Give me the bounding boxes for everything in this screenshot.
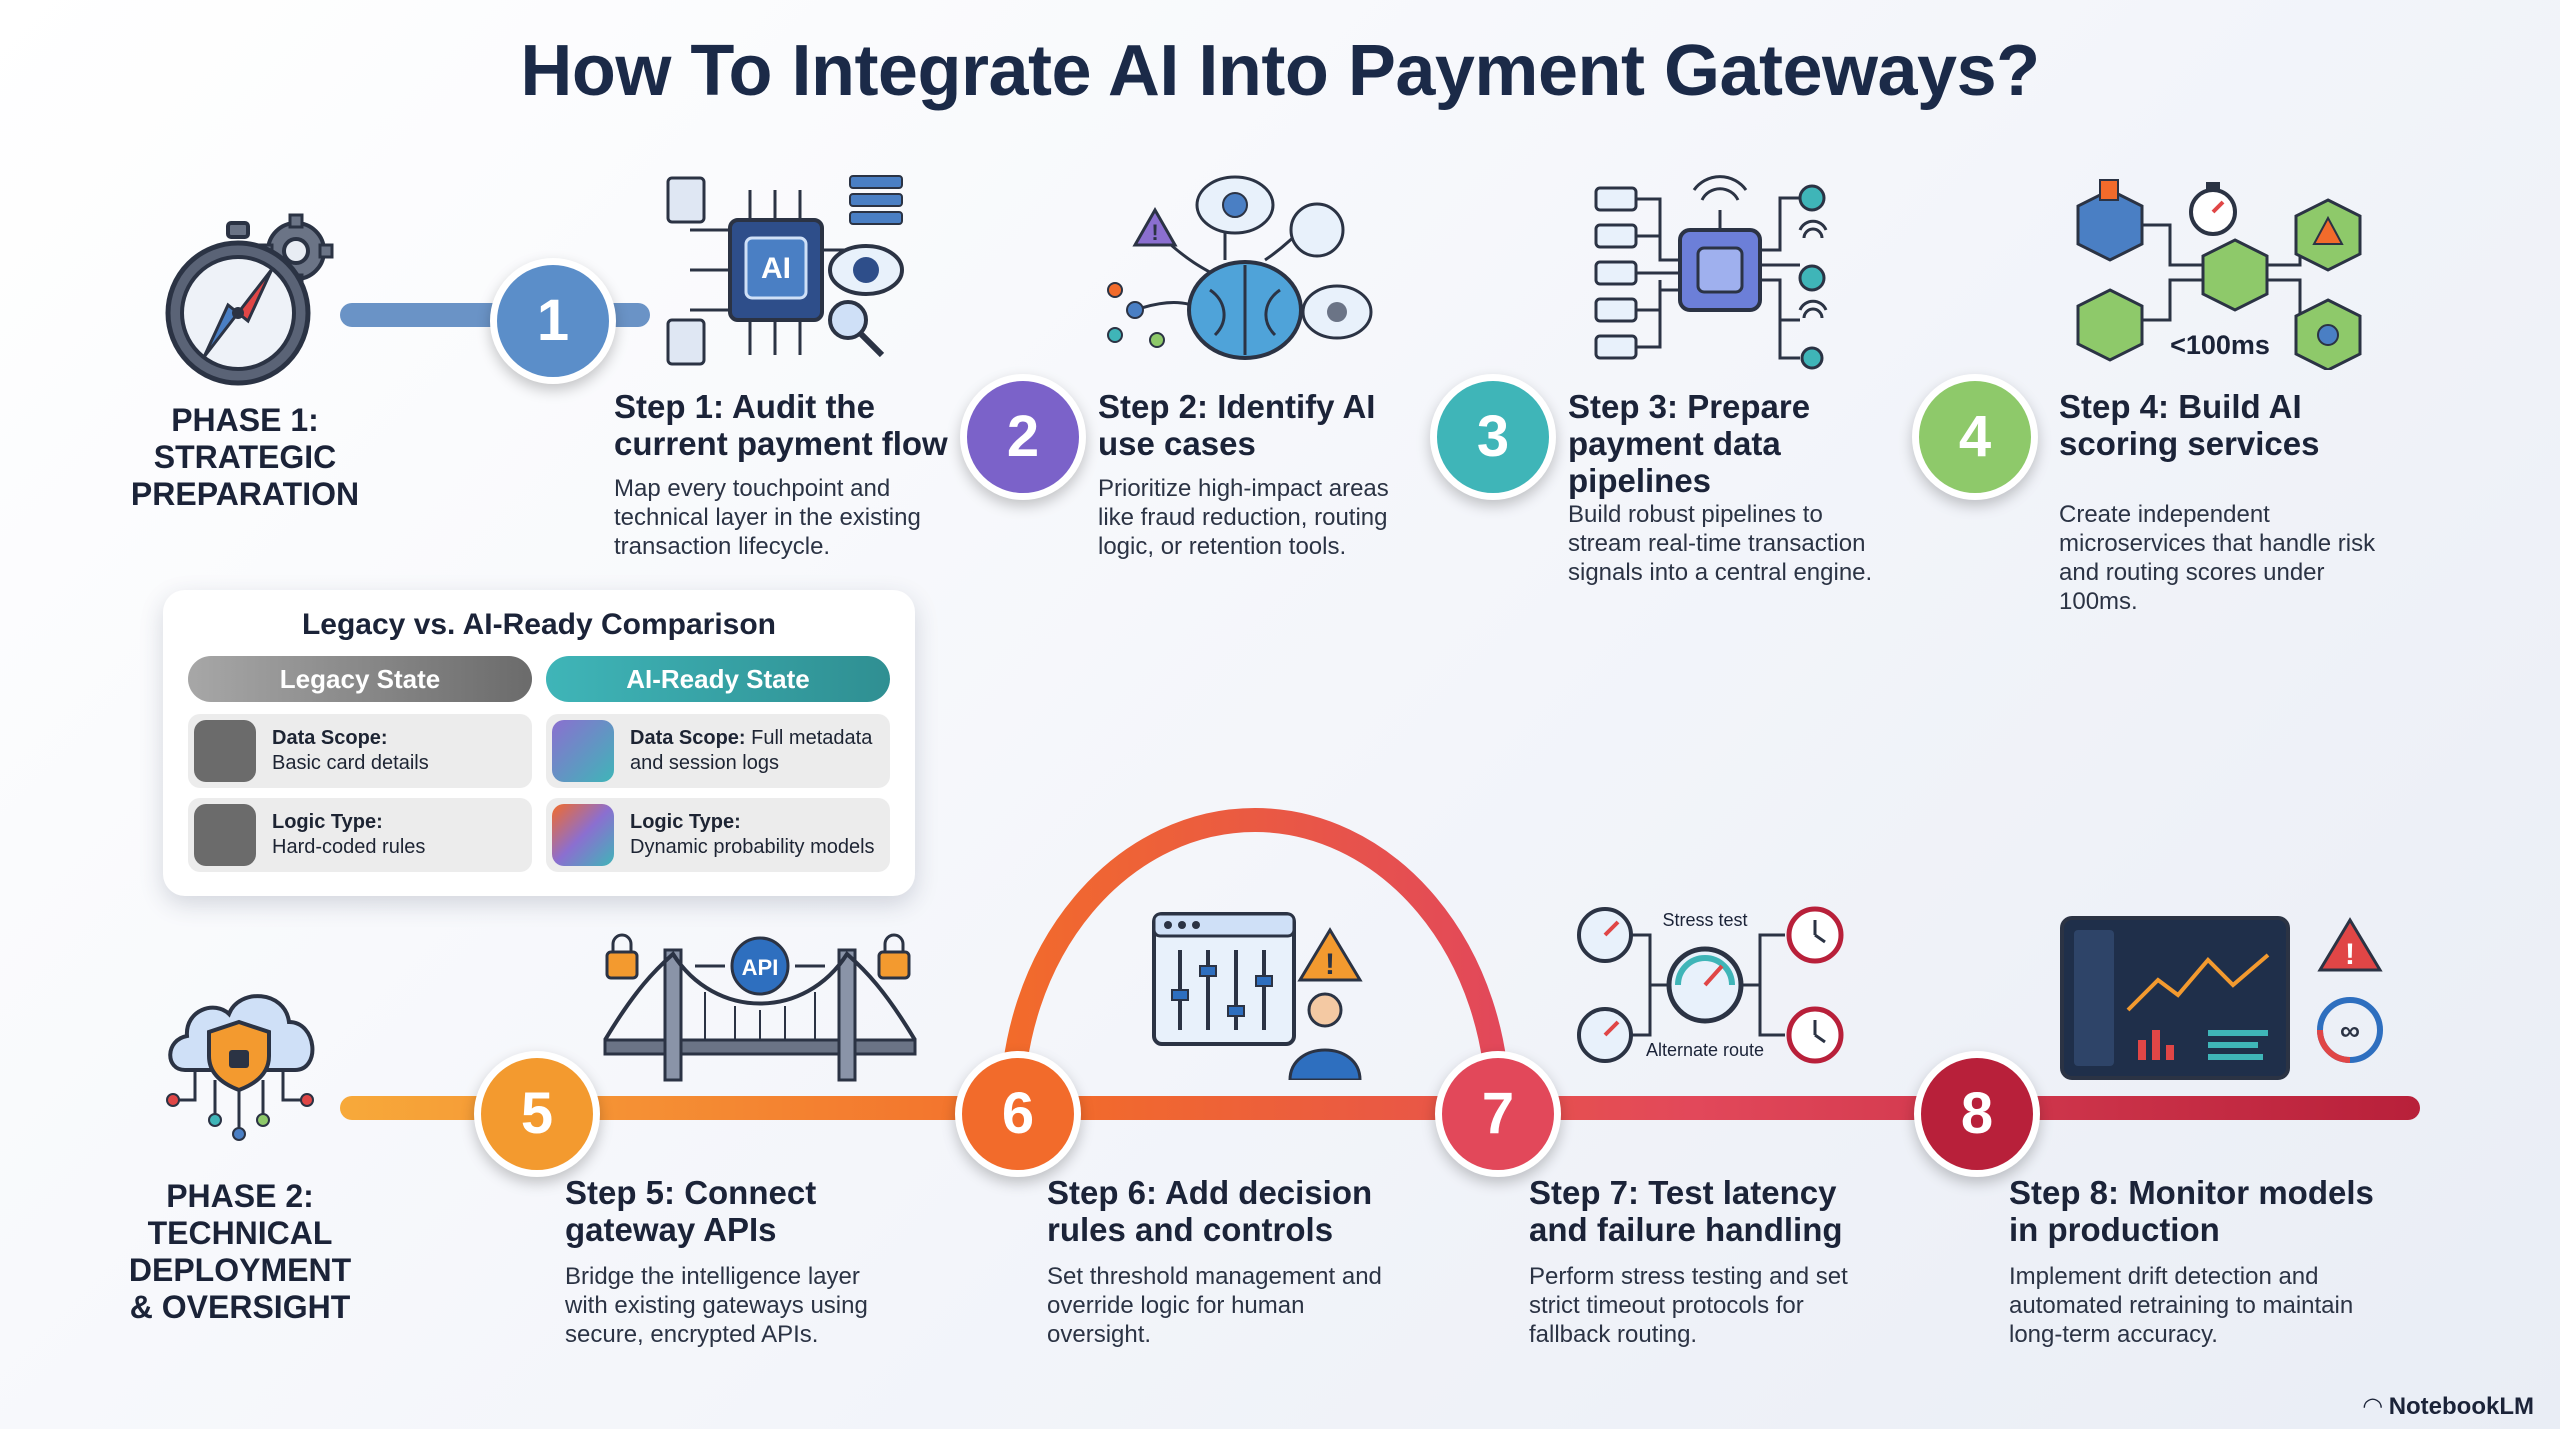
brand-label: NotebookLM <box>2388 1393 2534 1420</box>
phase-2-connector <box>340 1096 2420 1120</box>
ai-data-scope-value: Full metadata and session logs <box>630 727 873 774</box>
brand-logo: ◠ NotebookLM <box>2364 1392 2534 1421</box>
network-brain-icon <box>552 720 614 782</box>
step-1-desc: Map every touchpoint and technical layer… <box>614 475 921 560</box>
step-1-title: Step 1: Audit the current payment flow <box>614 388 948 462</box>
step-2-number: 2 <box>960 374 1086 500</box>
step-5-number: 5 <box>474 1051 600 1177</box>
step-4-number: 4 <box>1912 374 2038 500</box>
step-8-title: Step 8: Monitor models in production <box>2009 1174 2374 1248</box>
comparison-title: Legacy vs. AI-Ready Comparison <box>301 608 777 641</box>
phase-2-label: PHASE 2: TECHNICAL DEPLOYMENT & OVERSIGH… <box>128 1178 352 1325</box>
gear-icon <box>552 804 614 866</box>
cubes-icon: <100ms <box>2076 179 2362 370</box>
bridge-api-icon: API <box>603 933 917 1082</box>
ai-logic-type-value: Dynamic probability models <box>630 836 875 858</box>
api-label: API <box>742 955 779 980</box>
dashboard-icon: ! ∞ <box>2060 916 2383 1080</box>
ai-ready-state-header: AI-Ready State <box>546 656 890 702</box>
step-7-title: Step 7: Test latency and failure handlin… <box>1529 1174 1843 1248</box>
alternate-route-label: Alternate route <box>1646 1040 1764 1060</box>
legacy-data-scope-value: Basic card details <box>272 752 429 774</box>
step-2-desc: Prioritize high-impact areas like fraud … <box>1098 475 1389 560</box>
step-6-number: 6 <box>955 1051 1081 1177</box>
step-6-title: Step 6: Add decision rules and controls <box>1047 1174 1373 1248</box>
svg-text:!: ! <box>1325 948 1335 981</box>
step-3-desc: Build robust pipelines to stream real-ti… <box>1568 501 1873 586</box>
ai-chip-label: AI <box>761 252 791 285</box>
legacy-logic-type-cell: Logic Type: Hard-coded rules <box>188 798 532 872</box>
stress-test-label: Stress test <box>1662 910 1747 930</box>
step-5-title: Step 5: Connect gateway APIs <box>565 1174 817 1248</box>
notebooklm-icon: ◠ <box>2363 1393 2383 1420</box>
compass-gear-icon <box>165 213 334 386</box>
step-6-desc: Set threshold management and override lo… <box>1047 1263 1382 1348</box>
legacy-state-header: Legacy State <box>188 656 532 702</box>
svg-text:!: ! <box>1151 220 1158 245</box>
step-8-number: 8 <box>1914 1051 2040 1177</box>
ai-chip-icon: AI <box>666 175 904 366</box>
brain-icon: ! <box>1107 175 1373 360</box>
legacy-data-scope-label: Data Scope: <box>272 727 388 749</box>
comparison-card: Legacy vs. AI-Ready Comparison Legacy St… <box>163 590 915 896</box>
latency-label: <100ms <box>2170 330 2270 360</box>
step-3-number: 3 <box>1430 374 1556 500</box>
legacy-logic-type-label: Logic Type: <box>272 811 383 833</box>
ai-logic-type-cell: Logic Type: Dynamic probability models <box>546 798 890 872</box>
step-7-number: 7 <box>1435 1051 1561 1177</box>
svg-text:!: ! <box>2345 938 2355 971</box>
database-icon <box>194 720 256 782</box>
step-4-desc: Create independent microservices that ha… <box>2059 501 2376 615</box>
legacy-data-scope-cell: Data Scope: Basic card details <box>188 714 532 788</box>
data-pipeline-icon <box>1594 175 1828 370</box>
step-8-desc: Implement drift detection and automated … <box>2009 1263 2354 1348</box>
ai-data-scope-cell: Data Scope: Full metadata and session lo… <box>546 714 890 788</box>
step-5-desc: Bridge the intelligence layer with exist… <box>565 1263 868 1348</box>
step-7-desc: Perform stress testing and set strict ti… <box>1529 1263 1848 1348</box>
oversight-arc <box>1000 808 1510 1110</box>
step-1-number: 1 <box>490 258 616 384</box>
ai-data-scope-label: Data Scope: <box>630 727 746 749</box>
step-2-title: Step 2: Identify AI use cases <box>1098 388 1376 462</box>
step-4-title: Step 4: Build AI scoring services <box>2059 388 2320 462</box>
control-panel-icon: ! <box>1152 912 1363 1080</box>
hierarchy-icon <box>194 804 256 866</box>
cloud-shield-icon <box>166 994 315 1141</box>
page-title: How To Integrate AI Into Payment Gateway… <box>520 31 2040 111</box>
gauges-icon: Stress test Alternate route <box>1577 906 1844 1064</box>
phase-1-label: PHASE 1: STRATEGIC PREPARATION <box>130 402 360 512</box>
step-3-title: Step 3: Prepare payment data pipelines <box>1568 388 1811 499</box>
svg-text:∞: ∞ <box>2340 1015 2360 1046</box>
legacy-logic-type-value: Hard-coded rules <box>272 836 426 858</box>
ai-logic-type-label: Logic Type: <box>630 811 741 833</box>
